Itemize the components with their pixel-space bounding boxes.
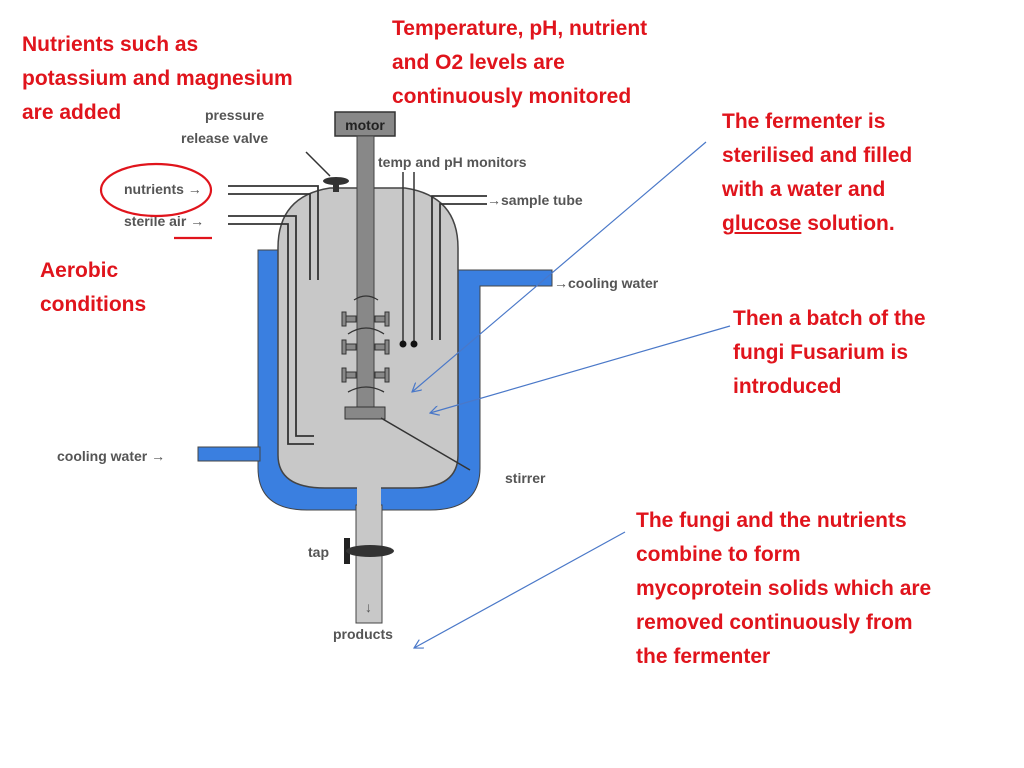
annotation-line: and O2 levels are (392, 51, 565, 74)
solution-word: solution. (801, 212, 895, 235)
sample-tube-label: →sample tube (487, 192, 583, 208)
sterilised-pointer (412, 141, 707, 392)
annotation-line: with a water and (722, 178, 886, 201)
pressure-valve-stem (333, 182, 339, 192)
annotation-line: Temperature, pH, nutrient (392, 17, 648, 40)
annotation-fusarium: Then a batch of the fungi Fusarium is in… (733, 302, 926, 404)
annotation-line: are added (22, 101, 122, 124)
tap-valve (346, 545, 394, 557)
annotation-line: combine to form (636, 543, 801, 566)
valve-pointer (305, 151, 331, 177)
sample-tube (431, 195, 487, 340)
temp-probe-tip (399, 340, 407, 348)
ph-probe-tip (410, 340, 418, 348)
annotation-line: continuously monitored (392, 85, 632, 108)
sterile-air-pipe (228, 215, 314, 437)
annotation-nutrients: Nutrients such as potassium and magnesiu… (22, 28, 293, 130)
annotation-monitoring: Temperature, pH, nutrient and O2 levels … (392, 12, 647, 114)
rotation-arrow-icon (353, 295, 379, 301)
annotation-line: the fermenter (636, 645, 771, 668)
nutrients-pipe (228, 185, 319, 280)
annotation-line: fungi Fusarium is (733, 341, 909, 364)
annotation-line: introduced (733, 375, 842, 398)
annotation-line: The fungi and the nutrients (636, 509, 907, 532)
stirrer-shaft (356, 135, 375, 417)
sterile-air-pipe-inner (228, 223, 314, 445)
stirrer-base (344, 406, 386, 420)
fusarium-pointer (430, 325, 731, 413)
motor-box (334, 111, 396, 137)
products-label: products (333, 626, 393, 642)
sample-tube-inner (439, 203, 487, 340)
tap-label: tap (308, 544, 329, 560)
motor-label: motor (345, 117, 385, 133)
products-arrow: ↓ (365, 599, 372, 615)
annotation-line: sterilised and filled (722, 144, 913, 167)
products-pointer (414, 531, 626, 648)
rotation-arrow-icon (347, 386, 385, 393)
annotation-line: Then a batch of the (733, 307, 926, 330)
cooling-water-right-label: →cooling water (554, 275, 659, 291)
nutrients-label: nutrients → (124, 181, 202, 197)
pressure-release-label-1: pressure (205, 107, 264, 123)
annotation-combine: The fungi and the nutrients combine to f… (636, 504, 931, 674)
annotation-line: Aerobic (40, 259, 119, 282)
annotation-line: conditions (40, 293, 147, 316)
annotation-line: Nutrients such as (22, 33, 199, 56)
vessel-neck (357, 486, 381, 508)
annotation-line: The fermenter is (722, 110, 886, 133)
annotation-line: potassium and magnesium (22, 67, 293, 90)
annotation-line: glucose solution. (722, 207, 912, 241)
impeller-blades (341, 311, 390, 383)
pressure-valve-cap (323, 177, 349, 185)
cooling-water-left-label: cooling water → (57, 448, 165, 464)
temp-ph-label: temp and pH monitors (378, 154, 527, 170)
glucose-word: glucose (722, 212, 802, 235)
annotation-line: removed continuously from (636, 611, 913, 634)
rotation-arrow-icon (347, 327, 385, 335)
annotation-line: mycoprotein solids which are (636, 577, 932, 600)
nutrients-pipe-inner (228, 193, 311, 280)
pressure-release-label-2: release valve (181, 130, 268, 146)
stirrer-pointer (380, 417, 471, 471)
sterile-air-label: sterile air → (124, 213, 204, 229)
stirrer-label: stirrer (505, 470, 546, 486)
annotation-sterilised: The fermenter is sterilised and filled w… (722, 105, 912, 241)
nutrients-circle (99, 162, 213, 218)
annotation-aerobic: Aerobic conditions (40, 254, 146, 322)
cooling-water-inlet-pipe (197, 446, 261, 462)
